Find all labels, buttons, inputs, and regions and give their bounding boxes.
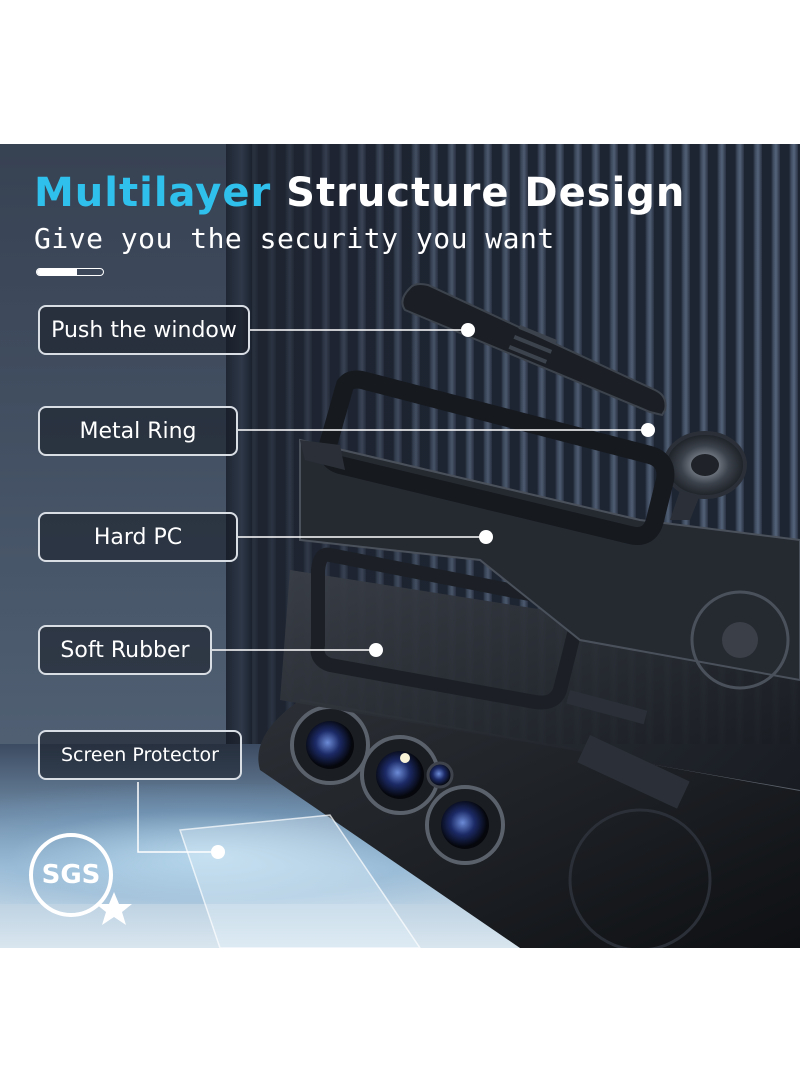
sgs-badge: SGS	[26, 830, 132, 925]
label-soft-rubber: Soft Rubber	[38, 625, 212, 675]
slide-progress-fill	[37, 269, 77, 275]
label-push-window: Push the window	[38, 305, 250, 355]
star-icon	[96, 892, 132, 925]
push-window-slider	[401, 283, 667, 417]
badge-text: SGS	[41, 860, 101, 890]
title-rest: Structure Design	[286, 170, 686, 216]
window-frame-layer	[300, 370, 675, 545]
screen-protector-glass	[178, 814, 421, 948]
badge-ring	[29, 833, 132, 925]
callout-dot-screen-protector	[211, 845, 225, 859]
label-metal-ring: Metal Ring	[38, 406, 238, 456]
callout-dot-push-window	[461, 323, 475, 337]
page-subtitle: Give you the security you want	[34, 222, 555, 255]
callout-dot-hard-pc	[479, 530, 493, 544]
label-hard-pc: Hard PC	[38, 512, 238, 562]
hard-pc-layer	[299, 438, 800, 690]
callout-dot-metal-ring	[641, 423, 655, 437]
page-title: Multilayer Structure Design	[34, 170, 685, 216]
title-accent: Multilayer	[34, 170, 272, 216]
camera-icon	[290, 705, 505, 865]
callout-dot-soft-rubber	[369, 643, 383, 657]
slide-progress-indicator	[36, 268, 104, 276]
label-screen-protector: Screen Protector	[38, 730, 242, 780]
phone-case-illustration	[178, 283, 800, 948]
